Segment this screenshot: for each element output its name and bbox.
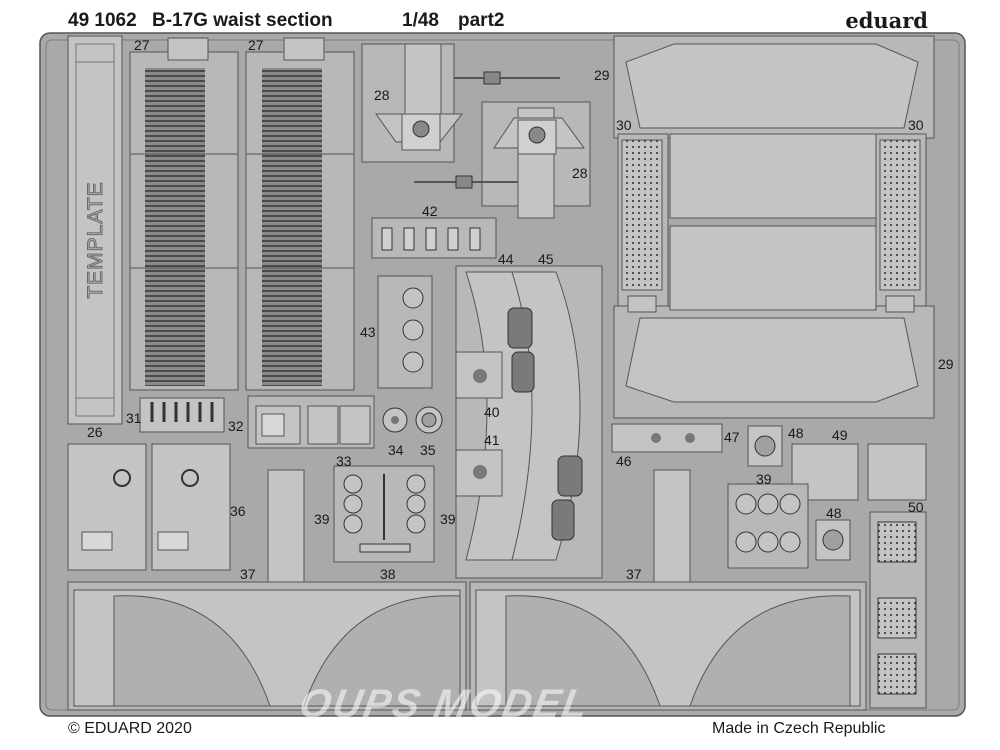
part-number-29: 29 bbox=[594, 67, 610, 83]
copyright-text: © EDUARD 2020 bbox=[68, 720, 192, 737]
part-50-vents bbox=[869, 511, 927, 709]
part-44-45-curved-frames bbox=[455, 265, 603, 579]
part-number-47: 47 bbox=[724, 429, 740, 445]
part-29-panel-upper bbox=[613, 35, 935, 139]
part-48-dial-lower bbox=[815, 519, 851, 561]
part-37-flap-left bbox=[67, 469, 467, 711]
part-42-clips bbox=[371, 217, 497, 259]
part-number-50: 50 bbox=[908, 499, 924, 515]
part-number-46: 46 bbox=[616, 453, 632, 469]
part-30-center-panel bbox=[669, 133, 877, 311]
part-number-27: 27 bbox=[248, 37, 264, 53]
part-28-bracket-lower bbox=[414, 101, 591, 219]
part-number-27: 27 bbox=[134, 37, 150, 53]
part-number-48: 48 bbox=[788, 425, 804, 441]
part-number-41: 41 bbox=[484, 432, 500, 448]
part-number-45: 45 bbox=[538, 251, 554, 267]
made-in-text: Made in Czech Republic bbox=[712, 720, 886, 737]
part-number-39: 39 bbox=[756, 471, 772, 487]
scale-label: 1/48 bbox=[402, 10, 439, 31]
part-37-flap-right bbox=[469, 469, 867, 711]
part-number-37: 37 bbox=[240, 566, 256, 582]
part-number-37: 37 bbox=[626, 566, 642, 582]
part-number-30: 30 bbox=[908, 117, 924, 133]
part-number-35: 35 bbox=[420, 442, 436, 458]
product-number: 49 1062 bbox=[68, 10, 137, 31]
watermark: OUPS MODEL bbox=[296, 682, 593, 726]
part-33-38-39-assembly bbox=[333, 465, 435, 563]
part-label: part2 bbox=[458, 10, 505, 31]
part-number-40: 40 bbox=[484, 404, 500, 420]
part-number-31: 31 bbox=[126, 410, 142, 426]
part-30-side-strip-right bbox=[875, 133, 927, 313]
part-28-bracket-upper bbox=[361, 43, 560, 163]
part-36-box-right bbox=[151, 443, 231, 571]
part-number-39: 39 bbox=[314, 511, 330, 527]
part-26-template-strip bbox=[67, 35, 123, 425]
part-number-28: 28 bbox=[374, 87, 390, 103]
part-number-49: 49 bbox=[832, 427, 848, 443]
part-29-panel-lower bbox=[613, 305, 935, 419]
part-number-26: 26 bbox=[87, 424, 103, 440]
part-27-ribbed-panel-left bbox=[129, 37, 239, 391]
part-34-35-washers bbox=[382, 406, 443, 434]
parts-40-41 bbox=[455, 351, 503, 497]
part-number-39: 39 bbox=[440, 511, 456, 527]
part-number-30: 30 bbox=[616, 117, 632, 133]
part-number-34: 34 bbox=[388, 442, 404, 458]
part-39-gauge-cluster bbox=[727, 483, 809, 569]
part-27-ribbed-panel-right bbox=[245, 37, 355, 391]
part-number-36: 36 bbox=[230, 503, 246, 519]
template-label: TEMPLATE bbox=[84, 181, 108, 299]
part-30-side-strip-left bbox=[617, 133, 669, 313]
part-number-32: 32 bbox=[228, 418, 244, 434]
part-number-33: 33 bbox=[336, 453, 352, 469]
part-number-43: 43 bbox=[360, 324, 376, 340]
part-number-42: 42 bbox=[422, 203, 438, 219]
brand-logo: eduard bbox=[845, 8, 928, 33]
part-46-47-strip bbox=[611, 423, 723, 453]
part-32-boxes bbox=[247, 395, 375, 449]
part-number-44: 44 bbox=[498, 251, 514, 267]
part-number-29: 29 bbox=[938, 356, 954, 372]
part-36-box-left bbox=[67, 443, 147, 571]
part-31-comb bbox=[139, 397, 225, 433]
part-43-gauges bbox=[377, 275, 433, 389]
part-48-dial-upper bbox=[747, 425, 783, 467]
part-number-48: 48 bbox=[826, 505, 842, 521]
part-number-28: 28 bbox=[572, 165, 588, 181]
part-number-38: 38 bbox=[380, 566, 396, 582]
product-title: B-17G waist section bbox=[152, 10, 333, 31]
